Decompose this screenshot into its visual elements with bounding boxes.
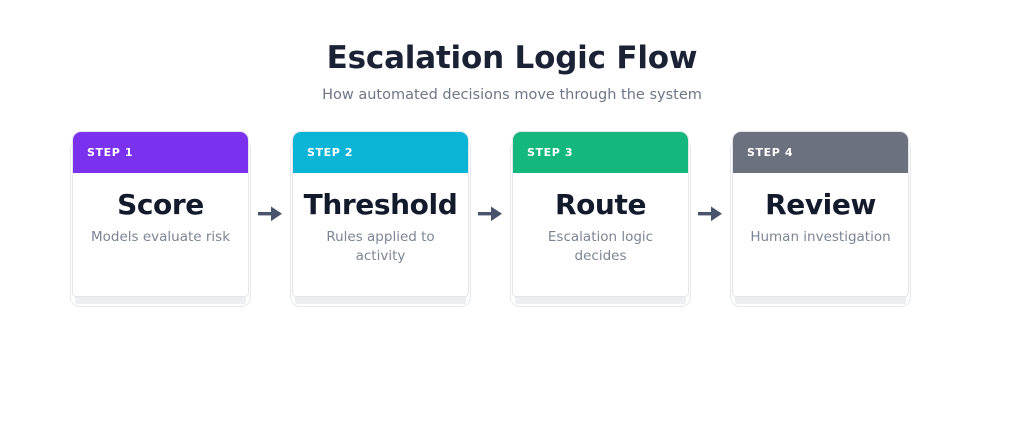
flow-steps-row: STEP 1 Score Models evaluate risk STEP 2 [70,131,952,307]
flow-step-2[interactable]: STEP 2 Threshold Rules applied to activi… [290,131,471,307]
flow-step-4[interactable]: STEP 4 Review Human investigation [730,131,911,307]
step-badge: STEP 4 [733,132,908,173]
step-description: Models evaluate risk [90,229,231,245]
diagram-heading: Escalation Logic Flow How automated deci… [0,38,1024,105]
step-title: Route [554,188,647,221]
step-title: Threshold [303,188,458,221]
step-badge: STEP 1 [73,132,248,173]
step-card[interactable]: STEP 3 Route Escalation logic decides [512,131,689,297]
step-card[interactable]: STEP 1 Score Models evaluate risk [72,131,249,297]
step-description: Escalation logic decides [547,229,654,264]
step-card-body: Score Models evaluate risk [73,173,248,296]
step-card[interactable]: STEP 4 Review Human investigation [732,131,909,297]
step-card-body: Review Human investigation [733,173,908,296]
step-description: Human investigation [750,229,891,245]
step-badge: STEP 3 [513,132,688,173]
flow-step-3[interactable]: STEP 3 Route Escalation logic decides [510,131,691,307]
arrow-right-icon [469,131,512,297]
step-card-body: Route Escalation logic decides [513,173,688,296]
step-description: Rules applied to activity [326,229,435,264]
page-title: Escalation Logic Flow [326,40,698,76]
step-title: Score [117,188,204,221]
arrow-right-icon [689,131,732,297]
flow-step-1[interactable]: STEP 1 Score Models evaluate risk [70,131,251,307]
arrow-right-icon [249,131,292,297]
step-card-body: Threshold Rules applied to activity [293,173,468,296]
step-badge: STEP 2 [293,132,468,173]
page-subtitle: How automated decisions move through the… [322,87,702,103]
step-card[interactable]: STEP 2 Threshold Rules applied to activi… [292,131,469,297]
step-title: Review [765,188,876,221]
